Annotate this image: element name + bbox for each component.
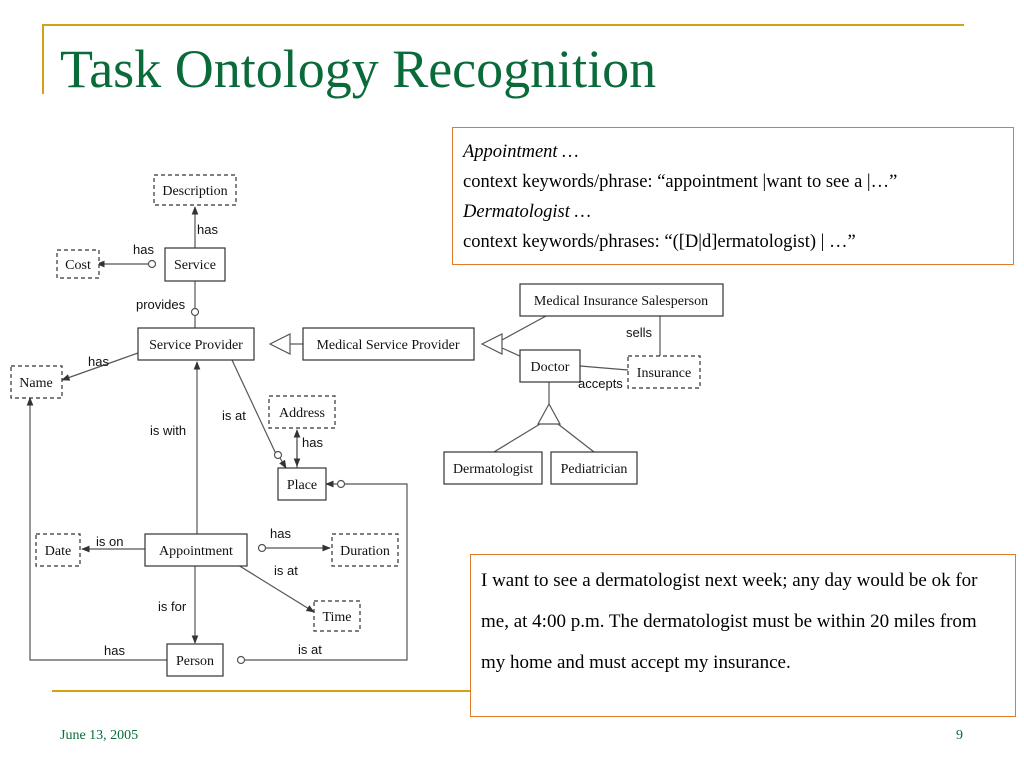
left-rule (42, 24, 44, 94)
svg-text:Person: Person (176, 654, 214, 669)
edge-marker (257, 543, 267, 553)
top-rule (44, 24, 964, 26)
label-has-address: has (302, 435, 323, 450)
edge-marker (336, 479, 346, 489)
edge-person-name (26, 397, 167, 661)
label-provides: provides (136, 297, 186, 312)
svg-text:Medical Insurance Salesperson: Medical Insurance Salesperson (534, 294, 708, 309)
node-cost: Cost (56, 249, 100, 279)
node-description: Description (153, 174, 237, 206)
node-date: Date (35, 533, 81, 567)
label-person-has-name: has (104, 643, 125, 658)
node-time: Time (313, 600, 361, 632)
label-has-name: has (88, 354, 109, 369)
edge-marker (273, 450, 283, 460)
label-accepts: accepts (578, 376, 623, 391)
svg-text:Name: Name (19, 376, 52, 391)
node-appointment: Appointment (144, 533, 248, 567)
edge-provider-place (231, 359, 277, 455)
label-has-description: has (197, 222, 218, 237)
edge-marker (147, 259, 157, 269)
label-is-at-place: is at (222, 408, 246, 423)
label-has-cost: has (133, 242, 154, 257)
node-duration: Duration (331, 533, 399, 567)
svg-text:Address: Address (279, 406, 325, 421)
edge-isa-derm (493, 423, 541, 453)
svg-text:Medical Service Provider: Medical Service Provider (316, 338, 459, 353)
edge-isa-pedi (557, 423, 595, 453)
label-person-is-at: is at (298, 642, 322, 657)
svg-text:Appointment: Appointment (159, 544, 233, 559)
svg-text:Doctor: Doctor (531, 360, 570, 375)
label-is-at-time: is at (274, 563, 298, 578)
label-has-duration: has (270, 526, 291, 541)
svg-text:Duration: Duration (340, 544, 390, 559)
isa-triangle (268, 333, 291, 355)
edge-marker (236, 655, 246, 665)
diagram-edges (26, 206, 661, 665)
svg-text:Pediatrician: Pediatrician (561, 462, 628, 477)
page-number: 9 (956, 728, 963, 743)
node-person: Person (166, 643, 224, 677)
svg-text:Service: Service (174, 258, 216, 273)
label-is-on: is on (96, 534, 123, 549)
edge-accepts (579, 365, 629, 371)
example-request: I want to see a dermatologist next week;… (470, 554, 1016, 717)
svg-text:Dermatologist: Dermatologist (453, 462, 533, 477)
note-dermatologist-keywords: context keywords/phrases: “([D|d]ermatol… (463, 232, 856, 252)
slide-title: Task Ontology Recognition (60, 39, 657, 99)
svg-text:Place: Place (287, 478, 317, 493)
edge-provider-name (61, 352, 139, 381)
isa-triangle (480, 333, 503, 355)
edge-isa-salesperson (501, 315, 547, 341)
edge-provider-place-tip (279, 457, 287, 469)
svg-text:Time: Time (322, 610, 351, 625)
svg-text:Insurance: Insurance (637, 366, 691, 381)
note-dermatologist-heading: Dermatologist … (463, 202, 591, 222)
node-insurance: Insurance (627, 355, 701, 389)
node-service-provider: Service Provider (137, 327, 255, 361)
footer-date: June 13, 2005 (60, 728, 139, 743)
label-is-with: is with (150, 423, 186, 438)
node-medical-insurance-salesperson: Medical Insurance Salesperson (519, 283, 724, 317)
edge-labels: has has provides has is with is at has s… (88, 222, 653, 658)
edge-person-place (242, 483, 408, 661)
label-sells: sells (626, 325, 653, 340)
svg-text:Description: Description (162, 184, 227, 199)
node-service: Service (164, 247, 226, 282)
bottom-rule (52, 690, 470, 692)
edge-isa-doctor (501, 347, 523, 358)
node-place: Place (277, 467, 327, 501)
node-address: Address (268, 395, 336, 429)
note-appointment-keywords: context keywords/phrase: “appointment |w… (463, 172, 898, 192)
node-doctor: Doctor (519, 349, 581, 383)
svg-text:Cost: Cost (65, 258, 91, 273)
isa-triangle (536, 402, 562, 425)
node-name: Name (10, 365, 63, 399)
edge-is-at-time (237, 564, 315, 613)
label-is-for: is for (158, 599, 187, 614)
node-dermatologist: Dermatologist (443, 451, 543, 485)
edge-marker (190, 307, 200, 317)
recognition-notes: Appointment … context keywords/phrase: “… (452, 127, 1014, 265)
node-pediatrician: Pediatrician (550, 451, 638, 485)
note-appointment-heading: Appointment … (463, 142, 579, 162)
svg-text:Date: Date (45, 544, 71, 559)
svg-text:Service Provider: Service Provider (149, 338, 243, 353)
node-medical-service-provider: Medical Service Provider (302, 327, 475, 361)
